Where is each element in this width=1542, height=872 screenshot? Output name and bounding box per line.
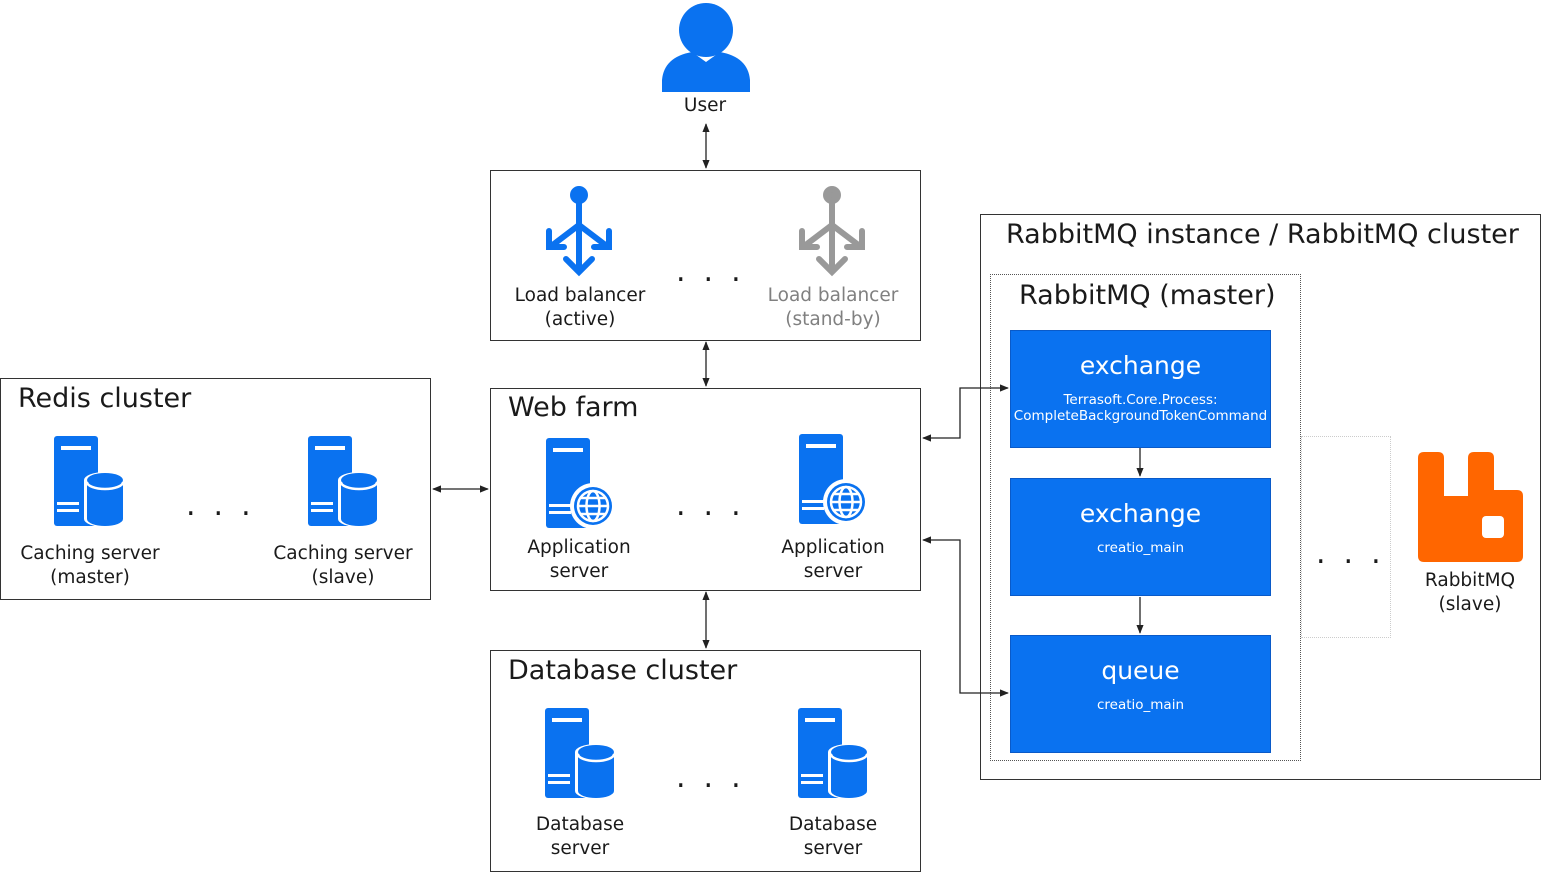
database-ellipsis: ... <box>676 760 759 795</box>
load-balancer-standby-icon <box>799 186 865 277</box>
database-cluster-title: Database cluster <box>508 655 738 686</box>
rabbitmq-master-title: RabbitMQ (master) <box>1019 280 1276 311</box>
exchange-block-2: exchange creatio_main <box>1010 478 1271 596</box>
load-balancer-active-icon <box>546 186 612 277</box>
caching-server-slave-label: Caching server(slave) <box>273 543 413 588</box>
lb-ellipsis: ... <box>676 254 759 289</box>
web-farm-ellipsis: ... <box>676 488 759 523</box>
rabbitmq-slave-frame <box>1301 436 1391 638</box>
exchange-heading: exchange <box>1079 499 1202 528</box>
caching-server-master-label: Caching server(master) <box>20 543 160 588</box>
load-balancer-active-label: Load balancer(active) <box>514 285 646 330</box>
rabbitmq-slave-label: RabbitMQ(slave) <box>1424 570 1516 615</box>
caching-server-icon <box>54 436 126 527</box>
caching-server-icon <box>308 436 380 527</box>
user-icon <box>662 3 750 92</box>
redis-ellipsis: ... <box>186 488 269 523</box>
queue-name: creatio_main <box>1096 697 1185 713</box>
database-server-icon <box>798 708 870 799</box>
load-balancer-group <box>490 170 921 341</box>
rabbitmq-ellipsis: ... <box>1316 536 1399 571</box>
connector-webfarm-queue <box>922 536 1009 697</box>
queue-block: queue creatio_main <box>1010 635 1271 753</box>
exchange-name: creatio_main <box>1096 540 1185 556</box>
redis-cluster-title: Redis cluster <box>18 383 192 414</box>
load-balancer-standby-label: Load balancer(stand-by) <box>767 285 899 330</box>
exchange-name: Terrasoft.Core.Process:CompleteBackgroun… <box>1013 392 1268 424</box>
user-label: User <box>683 95 727 116</box>
exchange-block-1: exchange Terrasoft.Core.Process:Complete… <box>1010 330 1271 448</box>
exchange-heading: exchange <box>1079 351 1202 380</box>
application-server-icon <box>546 438 616 529</box>
web-farm-title: Web farm <box>508 392 639 423</box>
queue-heading: queue <box>1101 656 1180 685</box>
database-server-icon <box>545 708 617 799</box>
application-server-icon <box>799 434 869 525</box>
rabbitmq-master-frame <box>990 274 1301 761</box>
connector-webfarm-exchange1 <box>922 384 1009 442</box>
rabbitmq-cluster-title: RabbitMQ instance / RabbitMQ cluster <box>1006 219 1519 250</box>
rabbitmq-logo-icon <box>1418 452 1523 562</box>
